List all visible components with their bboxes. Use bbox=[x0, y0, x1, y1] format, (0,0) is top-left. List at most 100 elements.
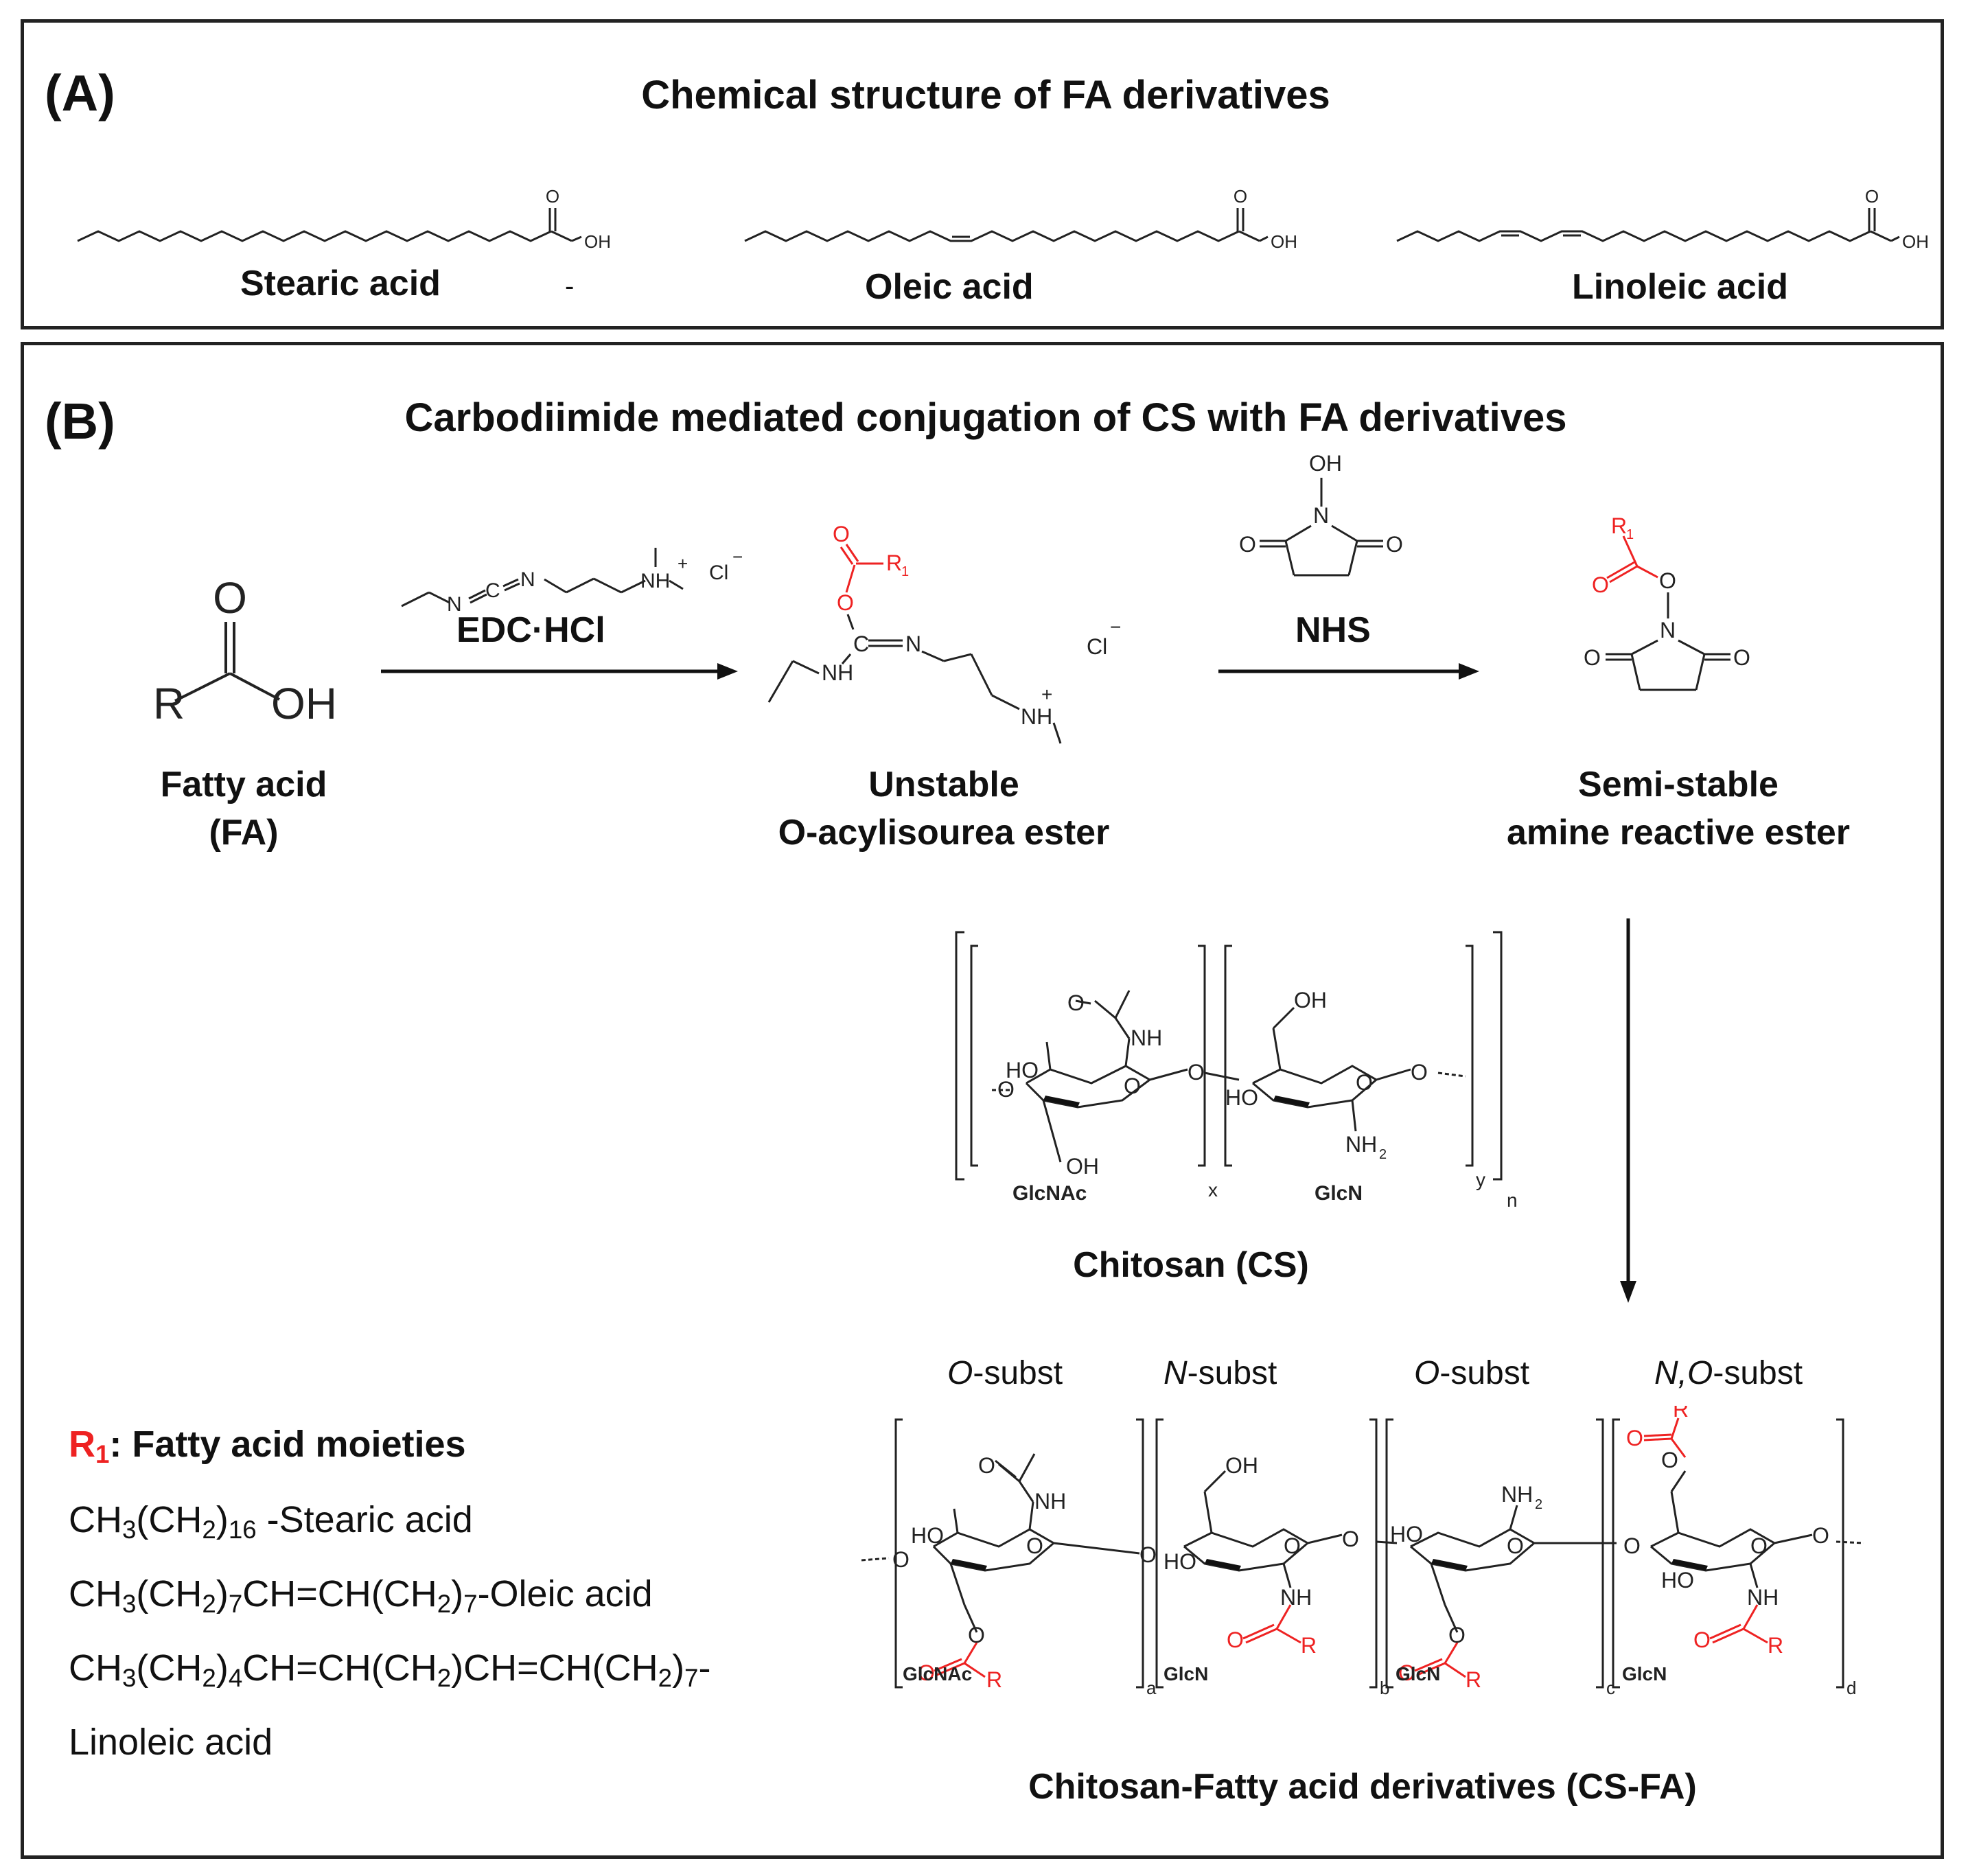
ester-label-1: Semi-stable bbox=[1578, 765, 1779, 804]
atom-label: O bbox=[1188, 1060, 1205, 1085]
r1-legend-oleic: CH3(CH2)7CH=CH(CH2)7-Oleic acid bbox=[69, 1573, 653, 1619]
atom-label: O bbox=[918, 1660, 935, 1685]
chitosan-label: Chitosan (CS) bbox=[1073, 1245, 1309, 1285]
atom-label: R bbox=[1466, 1667, 1481, 1692]
subst-label-2: N-subst bbox=[1164, 1355, 1277, 1391]
atom-label: O bbox=[1139, 1542, 1157, 1567]
atom-label: y bbox=[1476, 1169, 1485, 1190]
atom-label: + bbox=[1041, 684, 1052, 705]
atom-label: GlcN bbox=[1396, 1663, 1440, 1684]
atom-label: NH bbox=[1131, 1026, 1162, 1050]
atom-label: NH bbox=[640, 570, 670, 592]
atom-label: NH bbox=[1501, 1482, 1533, 1507]
atom-label: O bbox=[978, 1453, 995, 1478]
o-acylisourea-structure: O R 1 O C N NH NH + Cl − bbox=[767, 522, 1121, 744]
atom-label: GlcNAc bbox=[1012, 1182, 1087, 1205]
panel-a-letter: (A) bbox=[45, 65, 115, 121]
ester-label-2: amine reactive ester bbox=[1506, 813, 1851, 853]
atom-label: OH bbox=[1066, 1154, 1099, 1179]
atom-label: HO bbox=[1006, 1058, 1039, 1082]
panel-a-title: Chemical structure of FA derivatives bbox=[641, 73, 1330, 117]
atom-label: NH bbox=[1021, 704, 1052, 729]
r1-legend-stearic: CH3(CH2)16 -Stearic acid bbox=[69, 1499, 473, 1544]
r1-legend-title: R1: Fatty acid moieties bbox=[69, 1424, 466, 1469]
atom-label: O bbox=[1124, 1074, 1141, 1098]
atom-label: O bbox=[1398, 1660, 1415, 1685]
atom-label: N bbox=[447, 593, 462, 616]
atom-label: HO bbox=[1390, 1522, 1423, 1547]
atom-label: O bbox=[1227, 1628, 1244, 1652]
atom-label: NH bbox=[1034, 1489, 1066, 1514]
edc-label: EDC·HCl bbox=[456, 610, 605, 650]
subst-label-3: O-subst bbox=[1414, 1355, 1530, 1391]
atom-label: R bbox=[886, 551, 902, 575]
atom-label: O bbox=[1750, 1533, 1768, 1558]
r1-legend-linoleic: CH3(CH2)4CH=CH(CH2)CH=CH(CH2)7- bbox=[69, 1647, 711, 1693]
atom-label: Cl bbox=[1087, 634, 1107, 659]
atom-label: HO bbox=[1225, 1085, 1258, 1110]
atom-label: O bbox=[1661, 1448, 1678, 1472]
atom-label: HO bbox=[1164, 1549, 1196, 1574]
panel-b-letter: (B) bbox=[45, 393, 115, 450]
fatty-acid-label-1: Fatty acid bbox=[160, 765, 327, 804]
atom-label: R bbox=[1611, 517, 1627, 538]
atom-label: O bbox=[1284, 1533, 1301, 1558]
atom-label: R bbox=[986, 1667, 1002, 1692]
oleic-acid-structure bbox=[744, 208, 1269, 242]
panel-a: (A) Chemical structure of FA derivatives… bbox=[21, 19, 1944, 329]
chitosan-structure: O HO OH O O NH O HO OH O NH 2 O GlcNAc G… bbox=[955, 931, 1518, 1211]
atom-label: O bbox=[1448, 1623, 1466, 1647]
atom-label: O bbox=[1626, 1426, 1643, 1450]
atom-label: GlcNAc bbox=[903, 1663, 972, 1684]
atom-label: x bbox=[1208, 1179, 1218, 1201]
linoleic-oh: OH bbox=[1902, 231, 1929, 252]
atom-label: O bbox=[1623, 1533, 1641, 1558]
atom-label: O bbox=[1584, 645, 1601, 670]
atom-label: b bbox=[1380, 1678, 1389, 1698]
stearic-o: O bbox=[546, 186, 559, 207]
atom-label: C bbox=[853, 632, 869, 656]
atom-label: O bbox=[1026, 1533, 1043, 1558]
atom-label: C bbox=[485, 579, 500, 602]
atom-label: O bbox=[1356, 1070, 1373, 1095]
r1-legend-linoleic-name: Linoleic acid bbox=[69, 1722, 273, 1763]
atom-label: O bbox=[1411, 1060, 1428, 1085]
atom-label: OH bbox=[1225, 1453, 1258, 1478]
fa-o: O bbox=[213, 573, 247, 623]
atom-label: O bbox=[1386, 532, 1403, 557]
stearic-acid-label: Stearic acid bbox=[240, 264, 441, 303]
atom-label: NH bbox=[822, 660, 853, 685]
atom-label: + bbox=[678, 553, 688, 574]
stearic-oh: OH bbox=[584, 231, 611, 252]
stearic-acid-structure bbox=[77, 208, 582, 242]
oleic-o: O bbox=[1234, 186, 1247, 207]
fatty-acid-label-2: (FA) bbox=[209, 813, 279, 853]
atom-label: GlcN bbox=[1164, 1663, 1208, 1684]
atom-label: O bbox=[1342, 1527, 1359, 1551]
linoleic-acid-structure bbox=[1396, 208, 1900, 242]
atom-label: N bbox=[905, 632, 921, 656]
atom-label: O bbox=[892, 1547, 910, 1572]
atom-label: O bbox=[1507, 1533, 1524, 1558]
atom-label: N bbox=[520, 568, 535, 591]
panel-b: (B) Carbodiimide mediated conjugation of… bbox=[21, 342, 1944, 1859]
cs-fa-label: Chitosan-Fatty acid derivatives (CS-FA) bbox=[1028, 1767, 1697, 1807]
atom-label: 2 bbox=[1535, 1497, 1542, 1512]
atom-label: O bbox=[1067, 991, 1085, 1015]
arrow-nhs bbox=[1218, 663, 1479, 680]
nhs-label: NHS bbox=[1295, 610, 1371, 650]
fatty-acid-structure: O R OH bbox=[153, 573, 337, 728]
oleic-acid-label: Oleic acid bbox=[865, 267, 1034, 307]
intermediate-label-2: O-acylisourea ester bbox=[778, 813, 1110, 853]
edc-structure: N C N NH + Cl − bbox=[401, 546, 743, 616]
fa-r: R bbox=[153, 679, 185, 728]
atom-label: O bbox=[1733, 645, 1750, 670]
fatty-acid-structures: O OH O OH O OH bbox=[77, 186, 1929, 252]
atom-label: HO bbox=[911, 1523, 944, 1548]
linoleic-o: O bbox=[1865, 186, 1879, 207]
atom-label: R bbox=[1301, 1633, 1317, 1658]
atom-label: Cl bbox=[709, 561, 728, 584]
atom-label: N bbox=[1313, 503, 1329, 528]
fa-oh: OH bbox=[271, 679, 337, 728]
atom-label: − bbox=[732, 546, 743, 567]
